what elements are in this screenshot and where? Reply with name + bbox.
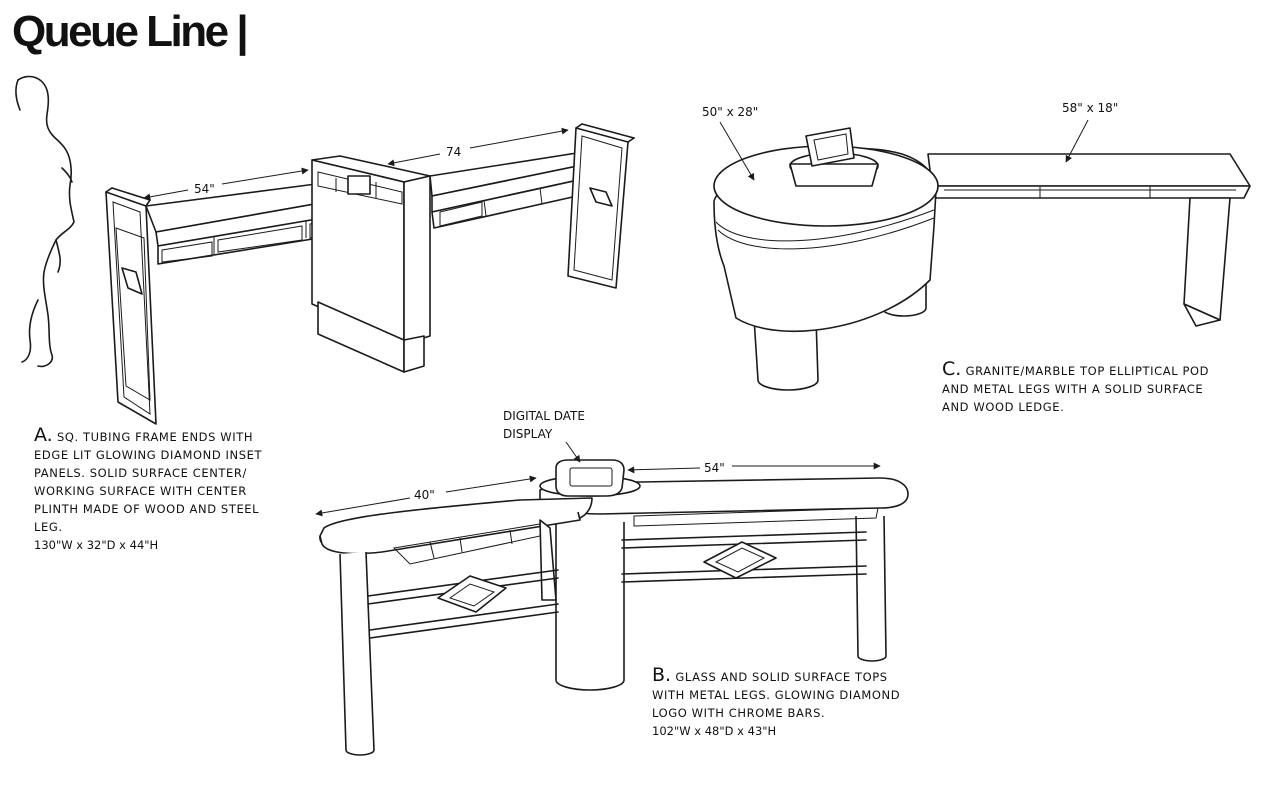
design-a-caption-line-1: A. sq. tubing frame ends with — [34, 426, 262, 446]
design-b-caption: B. glass and solid surface tops with met… — [652, 666, 900, 740]
design-c-caption: C. granite/marble top elliptical pod and… — [942, 360, 1209, 416]
design-c-letter: C. — [942, 358, 962, 380]
dimension-a-left: 54" — [194, 182, 215, 196]
design-a-caption-text-1: sq. tubing frame ends with — [56, 430, 254, 444]
dimension-a-right: 74 — [446, 145, 461, 159]
design-c-caption-line-3: and wood ledge. — [942, 400, 1065, 414]
design-c-drawing: 50" x 28" 58" x 18" — [702, 101, 1251, 391]
design-b-letter: B. — [652, 664, 672, 686]
design-b-drawing: DIGITAL DATE DISPLAY 40" 54" — [315, 409, 909, 756]
dimension-b-right: 54" — [704, 461, 725, 475]
human-scale-figure — [15, 75, 75, 368]
design-b-caption-line-1: B. glass and solid surface tops — [652, 666, 900, 686]
design-b-size: 102"W x 48"D x 43"H — [652, 724, 777, 738]
design-a-caption-line-3: panels. Solid surface center/ — [34, 466, 247, 480]
design-a-caption: A. sq. tubing frame ends with edge lit g… — [34, 426, 262, 554]
callout-line-2: DISPLAY — [503, 427, 553, 441]
design-b-caption-text-1: glass and solid surface tops — [675, 670, 888, 684]
page-title: Queue Line | — [12, 7, 249, 56]
design-a-caption-line-5: plinth made of wood and steel — [34, 502, 260, 516]
design-c-caption-line-2: and metal legs with a solid surface — [942, 382, 1204, 396]
design-b-caption-line-2: with metal legs. Glowing diamond — [652, 688, 901, 702]
dimension-c-pod: 50" x 28" — [702, 105, 758, 119]
design-b-caption-line-3: logo with chrome bars. — [652, 706, 826, 720]
design-a-drawing: 54" 74 — [105, 123, 635, 425]
design-a-size: 130"W x 32"D x 44"H — [34, 538, 159, 552]
dimension-b-left: 40" — [414, 488, 435, 502]
design-c-caption-text-1: granite/marble top elliptical pod — [965, 364, 1210, 378]
design-a-caption-line-6: leg. — [34, 520, 63, 534]
design-a-caption-line-4: working surface with center — [34, 484, 247, 498]
design-a-caption-line-2: edge lit glowing diamond inset — [34, 448, 263, 462]
design-a-letter: A. — [34, 424, 53, 446]
design-c-caption-line-1: C. granite/marble top elliptical pod — [942, 360, 1209, 380]
dimension-c-ledge: 58" x 18" — [1062, 101, 1118, 115]
callout-line-1: DIGITAL DATE — [503, 409, 585, 423]
